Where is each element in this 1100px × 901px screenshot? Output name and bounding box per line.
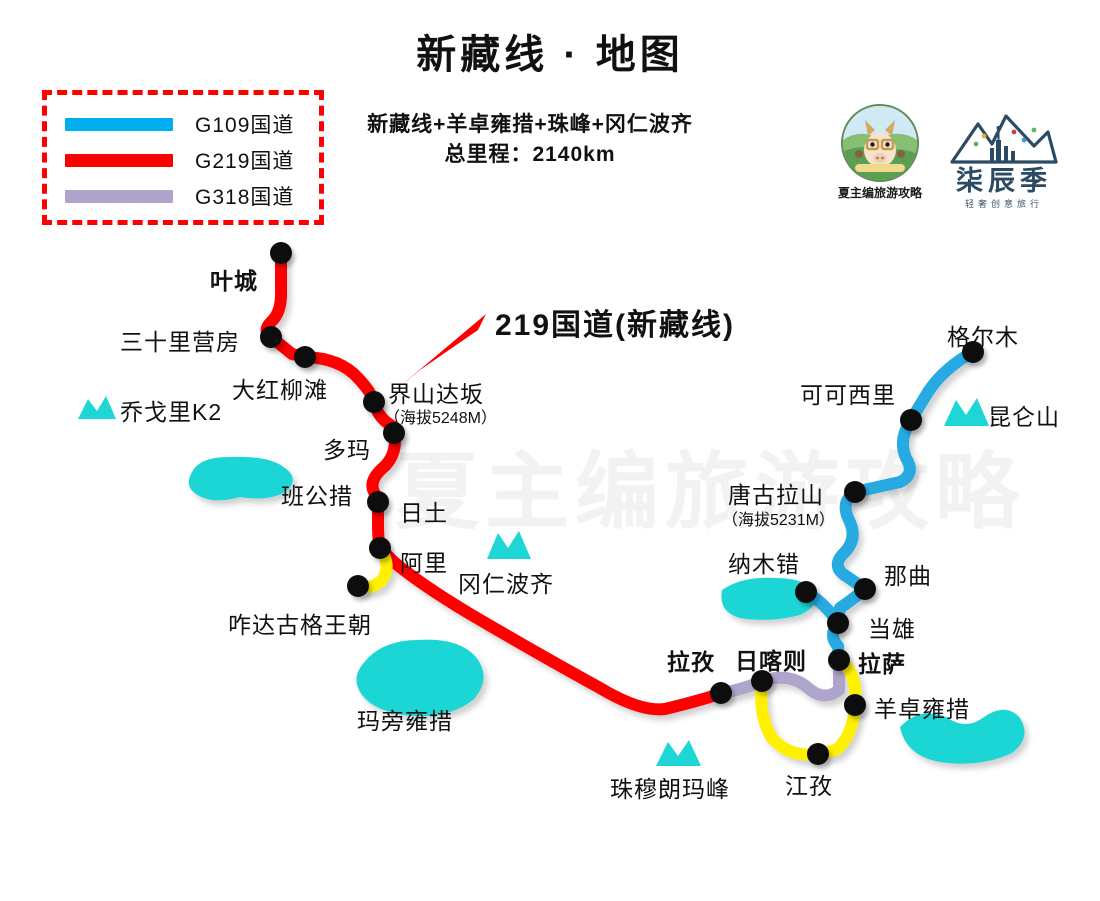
- map-label-duoma: 多玛: [323, 437, 371, 463]
- node-jiangzi[interactable]: [807, 743, 829, 765]
- legend-swatch-g219: [65, 153, 173, 167]
- mt-zhufeng-icon: [656, 740, 701, 766]
- watermark-text: 夏主编旅游攻略: [395, 445, 1026, 539]
- map-label-mapangyongcuo: 玛旁雍措: [357, 708, 453, 734]
- legend-item-g219[interactable]: G219国道: [65, 147, 294, 173]
- node-rikaze[interactable]: [751, 670, 773, 692]
- map-label-namucuo: 纳木错: [728, 551, 800, 577]
- map-label-gangrenboqi: 冈仁波齐: [458, 571, 554, 597]
- node-sanshili[interactable]: [260, 326, 282, 348]
- logo-qichenji-tagline: 轻奢创意旅行: [964, 199, 1043, 209]
- route-g318[interactable]: [715, 654, 845, 702]
- callout-arrow: [398, 314, 486, 388]
- donkey-mascot-icon: [843, 106, 917, 180]
- node-yecheng[interactable]: [270, 242, 292, 264]
- node-dangxiong[interactable]: [827, 612, 849, 634]
- map-label-lasa: 拉萨: [858, 651, 906, 677]
- node-dahongliu[interactable]: [294, 346, 316, 368]
- legend-label-g109: G109国道: [195, 114, 295, 137]
- lake-yangzhuo: [900, 709, 1025, 764]
- legend-swatch-g109: [65, 117, 173, 131]
- lake-mapang: [356, 639, 484, 717]
- map-label-tanggulashan: 唐古拉山: [728, 482, 824, 508]
- map-label-rito: 日土: [400, 500, 448, 526]
- node-rito[interactable]: [367, 491, 389, 513]
- legend-box: G109国道 G219国道 G318国道: [42, 90, 324, 225]
- legend-item-g318[interactable]: G318国道: [65, 183, 294, 209]
- mt-qiaogeli-icon: [78, 396, 116, 419]
- map-label-lazi: 拉孜: [667, 649, 715, 675]
- map-label-zhumulangmafeng: 珠穆朗玛峰: [610, 776, 730, 802]
- node-lazi[interactable]: [710, 682, 732, 704]
- node-ali[interactable]: [369, 537, 391, 559]
- subtitle-line-1: 新藏线+羊卓雍措+珠峰+冈仁波齐: [367, 113, 693, 136]
- callout-label-219: 219国道(新藏线): [495, 309, 736, 342]
- map-label-dahongliu: 大红柳滩: [232, 377, 328, 403]
- node-duoma[interactable]: [383, 422, 405, 444]
- legend-item-g109[interactable]: G109国道: [65, 111, 294, 137]
- map-label-kekexili: 可可西里: [800, 382, 896, 408]
- node-namucuo[interactable]: [795, 581, 817, 603]
- map-label-jiangzi: 江孜: [785, 773, 833, 799]
- map-label-sanshili: 三十里营房: [120, 329, 240, 355]
- map-label-kunlunshan: 昆仑山: [988, 404, 1060, 430]
- legend-label-g318: G318国道: [195, 186, 295, 209]
- logo-qichenji-name: 柒辰季: [956, 166, 1052, 196]
- lakes-layer: [188, 456, 1025, 764]
- lake-bangong: [188, 456, 293, 501]
- node-jieshandaban[interactable]: [363, 391, 385, 413]
- map-label-rikaze: 日喀则: [735, 648, 807, 674]
- map-label-jieshandaban-altitude: （海拔5248M）: [384, 410, 497, 427]
- node-geermu[interactable]: [962, 341, 984, 363]
- mt-kunlun-icon: [944, 398, 989, 426]
- mountain-logo-icon: [950, 114, 1058, 164]
- page-subtitle: 新藏线+羊卓雍措+珠峰+冈仁波齐 总里程：2140km: [300, 110, 760, 170]
- map-label-dangxiong: 当雄: [868, 616, 916, 642]
- map-label-zhada: 咋达古格王朝: [228, 612, 372, 638]
- mountains-layer: [78, 396, 989, 766]
- map-label-tanggula-altitude: （海拔5231M）: [722, 512, 835, 529]
- logo-xiazhubian: 夏主编旅游攻略: [830, 104, 930, 201]
- route-g109[interactable]: [827, 346, 979, 666]
- lake-namucuo: [721, 577, 816, 620]
- map-label-naqu: 那曲: [884, 563, 932, 589]
- logo-qichenji: 柒辰季 轻奢创意旅行: [948, 104, 1060, 210]
- node-yangzhuoyong[interactable]: [844, 694, 866, 716]
- node-naqu[interactable]: [854, 578, 876, 600]
- legend-swatch-g318: [65, 189, 173, 203]
- logo-xiazhubian-badge: [841, 104, 919, 182]
- subtitle-line-2: 总里程：2140km: [444, 143, 616, 166]
- node-lasa[interactable]: [828, 649, 850, 671]
- city-nodes-layer: [260, 242, 984, 765]
- map-label-qiaogeli: 乔戈里K2: [120, 399, 223, 425]
- map-label-yangzhuoyongcuo: 羊卓雍措: [874, 696, 970, 722]
- logo-xiazhubian-caption: 夏主编旅游攻略: [837, 186, 922, 200]
- node-tanggula[interactable]: [844, 481, 866, 503]
- mt-gangrenboqi-icon: [487, 531, 531, 559]
- map-label-bangongcuo: 班公措: [281, 483, 353, 509]
- page-title: 新藏线 · 地图: [416, 33, 684, 77]
- map-label-geermu: 格尔木: [947, 324, 1019, 350]
- node-zhada[interactable]: [347, 575, 369, 597]
- map-label-yecheng: 叶城: [210, 268, 258, 294]
- legend-label-g219: G219国道: [195, 150, 295, 173]
- map-label-jieshandaban: 界山达坂: [388, 381, 484, 407]
- map-label-ali: 阿里: [400, 550, 448, 576]
- node-kekexili[interactable]: [900, 409, 922, 431]
